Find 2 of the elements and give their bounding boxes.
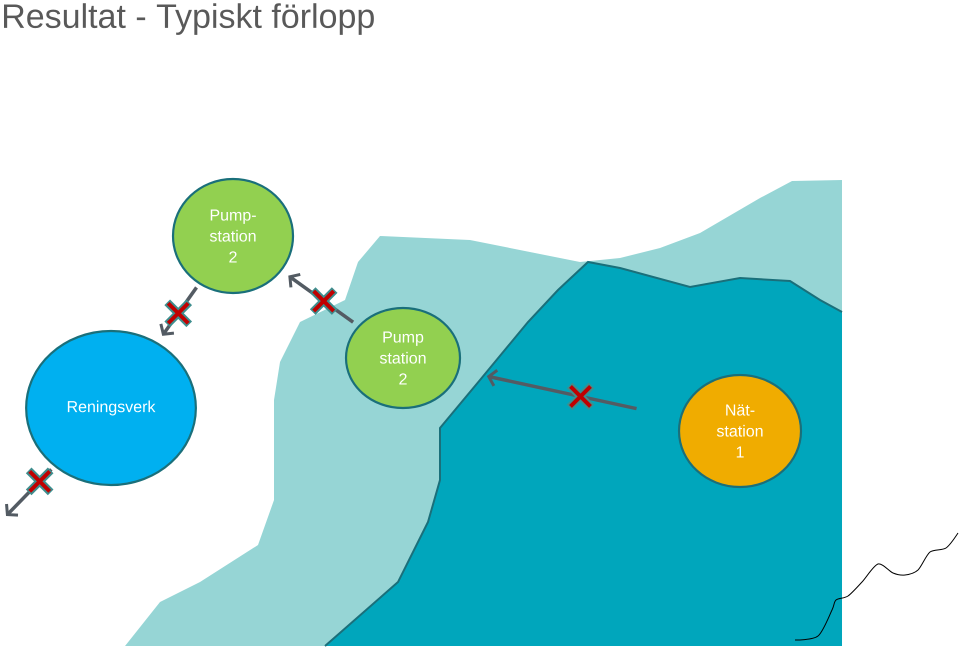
title: Resultat - Typiskt förlopp: [4, 3, 374, 35]
arrow: [486, 369, 637, 410]
